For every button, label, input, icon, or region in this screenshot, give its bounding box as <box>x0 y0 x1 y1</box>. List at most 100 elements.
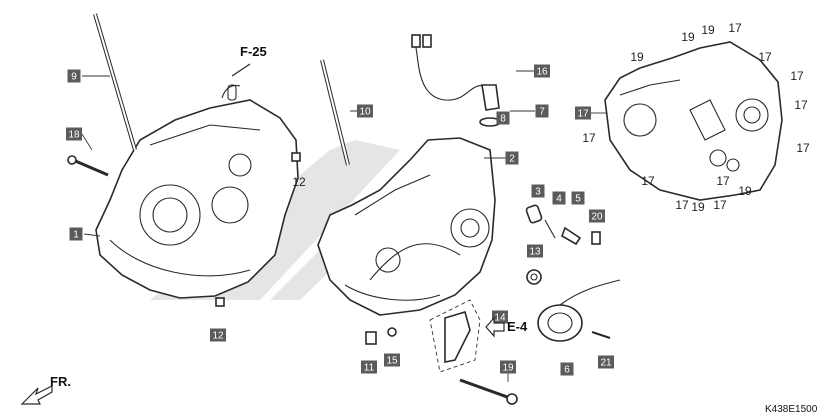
part-tag-box <box>527 244 543 258</box>
part-tag: 21 <box>598 355 614 369</box>
part-tag-box <box>500 360 516 374</box>
part-tag-label: 17 <box>577 109 589 120</box>
right-crankcase <box>317 137 496 316</box>
part-tag-label: 15 <box>386 356 398 367</box>
bolt-11 <box>365 331 377 345</box>
crankcase-inner-view <box>604 41 783 201</box>
arrow-right-icon <box>485 316 505 338</box>
washer-15 <box>387 327 397 337</box>
part-tag-box <box>496 111 510 125</box>
callout-number: 17 <box>641 174 655 188</box>
part-tag: 3 <box>531 184 545 198</box>
sensor-wire <box>411 34 501 127</box>
oil-seal <box>526 269 542 285</box>
part-tag-label: 21 <box>600 358 612 369</box>
part-tag-box <box>552 191 566 205</box>
part-tag: 13 <box>527 244 543 258</box>
part-tag-box <box>534 64 550 78</box>
reference-e4: E-4 <box>507 319 528 334</box>
front-label: FR. <box>50 374 71 389</box>
part-tag-label: 4 <box>556 194 562 205</box>
reference-e4-group: E-4 <box>485 316 528 338</box>
callout-number: 19 <box>630 50 644 64</box>
part-tag-label: 5 <box>575 194 581 205</box>
part-tag-box <box>531 184 545 198</box>
callout-number: 17 <box>790 69 804 83</box>
part-tag: 14 <box>492 310 508 324</box>
callout-number: 17 <box>713 198 727 212</box>
dowel-pin <box>291 152 301 162</box>
part-tag-label: 2 <box>509 154 515 165</box>
callout-number: 12 <box>292 175 306 189</box>
front-arrow-icon <box>20 385 53 405</box>
callout-number: 17 <box>796 141 810 155</box>
part-tag: 5 <box>571 191 585 205</box>
part-tag: 7 <box>535 104 549 118</box>
part-tag: 19 <box>500 360 516 374</box>
part-tag-label: 14 <box>494 313 506 324</box>
callout-number: 17 <box>728 21 742 35</box>
diagram-code: K438E1500 <box>765 404 818 415</box>
part-tag-box <box>560 362 574 376</box>
part-tag-label: 3 <box>535 187 541 198</box>
callout-number: 19 <box>681 30 695 44</box>
part-tag-label: 13 <box>529 247 541 258</box>
part-tag-box <box>535 104 549 118</box>
part-tag-label: 19 <box>502 363 514 374</box>
part-tag-label: 8 <box>500 114 506 125</box>
bracket <box>429 299 481 373</box>
part-tag: 12 <box>210 328 226 342</box>
front-direction: FR. <box>20 374 71 405</box>
bolt-18 <box>67 155 109 177</box>
part-tag-label: 7 <box>539 107 545 118</box>
part-tag: 4 <box>552 191 566 205</box>
reference-f25: F-25 <box>240 44 267 59</box>
callout-number: 19 <box>738 184 752 198</box>
part-tag-box <box>361 360 377 374</box>
part-tag-box <box>589 209 605 223</box>
part-tag-box <box>492 310 508 324</box>
stud-bolt-center <box>320 59 350 166</box>
part-tag-label: 18 <box>68 130 80 141</box>
part-tag-label: 16 <box>536 67 548 78</box>
part-tag: 11 <box>361 360 377 374</box>
part-tag: 6 <box>560 362 574 376</box>
part-tag-label: 12 <box>212 331 224 342</box>
part-tag-box <box>67 69 81 83</box>
dowel-pin <box>215 297 225 307</box>
part-tag: 18 <box>66 127 82 141</box>
crankcase-cover <box>537 279 621 342</box>
part-tag: 20 <box>589 209 605 223</box>
part-tag-label: 6 <box>564 365 570 376</box>
part-tag: 2 <box>505 151 519 165</box>
part-tag-label: 11 <box>364 363 375 374</box>
part-tag-box <box>571 191 585 205</box>
part-tag-label: 9 <box>71 72 77 83</box>
callout-number: 17 <box>675 198 689 212</box>
part-tag: 15 <box>384 353 400 367</box>
part-tag-box <box>384 353 400 367</box>
part-tag-box <box>66 127 82 141</box>
part-tag: 17 <box>575 106 591 120</box>
callout-number: 17 <box>716 174 730 188</box>
leader-lines <box>81 70 606 382</box>
part-tag-box <box>575 106 591 120</box>
callout-number: 17 <box>582 131 596 145</box>
callout-number: 19 <box>691 200 705 214</box>
small-parts <box>525 204 601 246</box>
part-tag-label: 20 <box>591 212 603 223</box>
part-tag-box <box>210 328 226 342</box>
stud-bolt-left <box>93 13 137 151</box>
callout-number: 17 <box>758 50 772 64</box>
part-tag: 8 <box>496 111 510 125</box>
part-tag: 10 <box>357 104 373 118</box>
bolt-19 <box>459 378 518 405</box>
part-tag-label: 1 <box>73 230 79 241</box>
callout-number: 17 <box>794 98 808 112</box>
callout-number: 19 <box>701 23 715 37</box>
part-tag-box <box>505 151 519 165</box>
